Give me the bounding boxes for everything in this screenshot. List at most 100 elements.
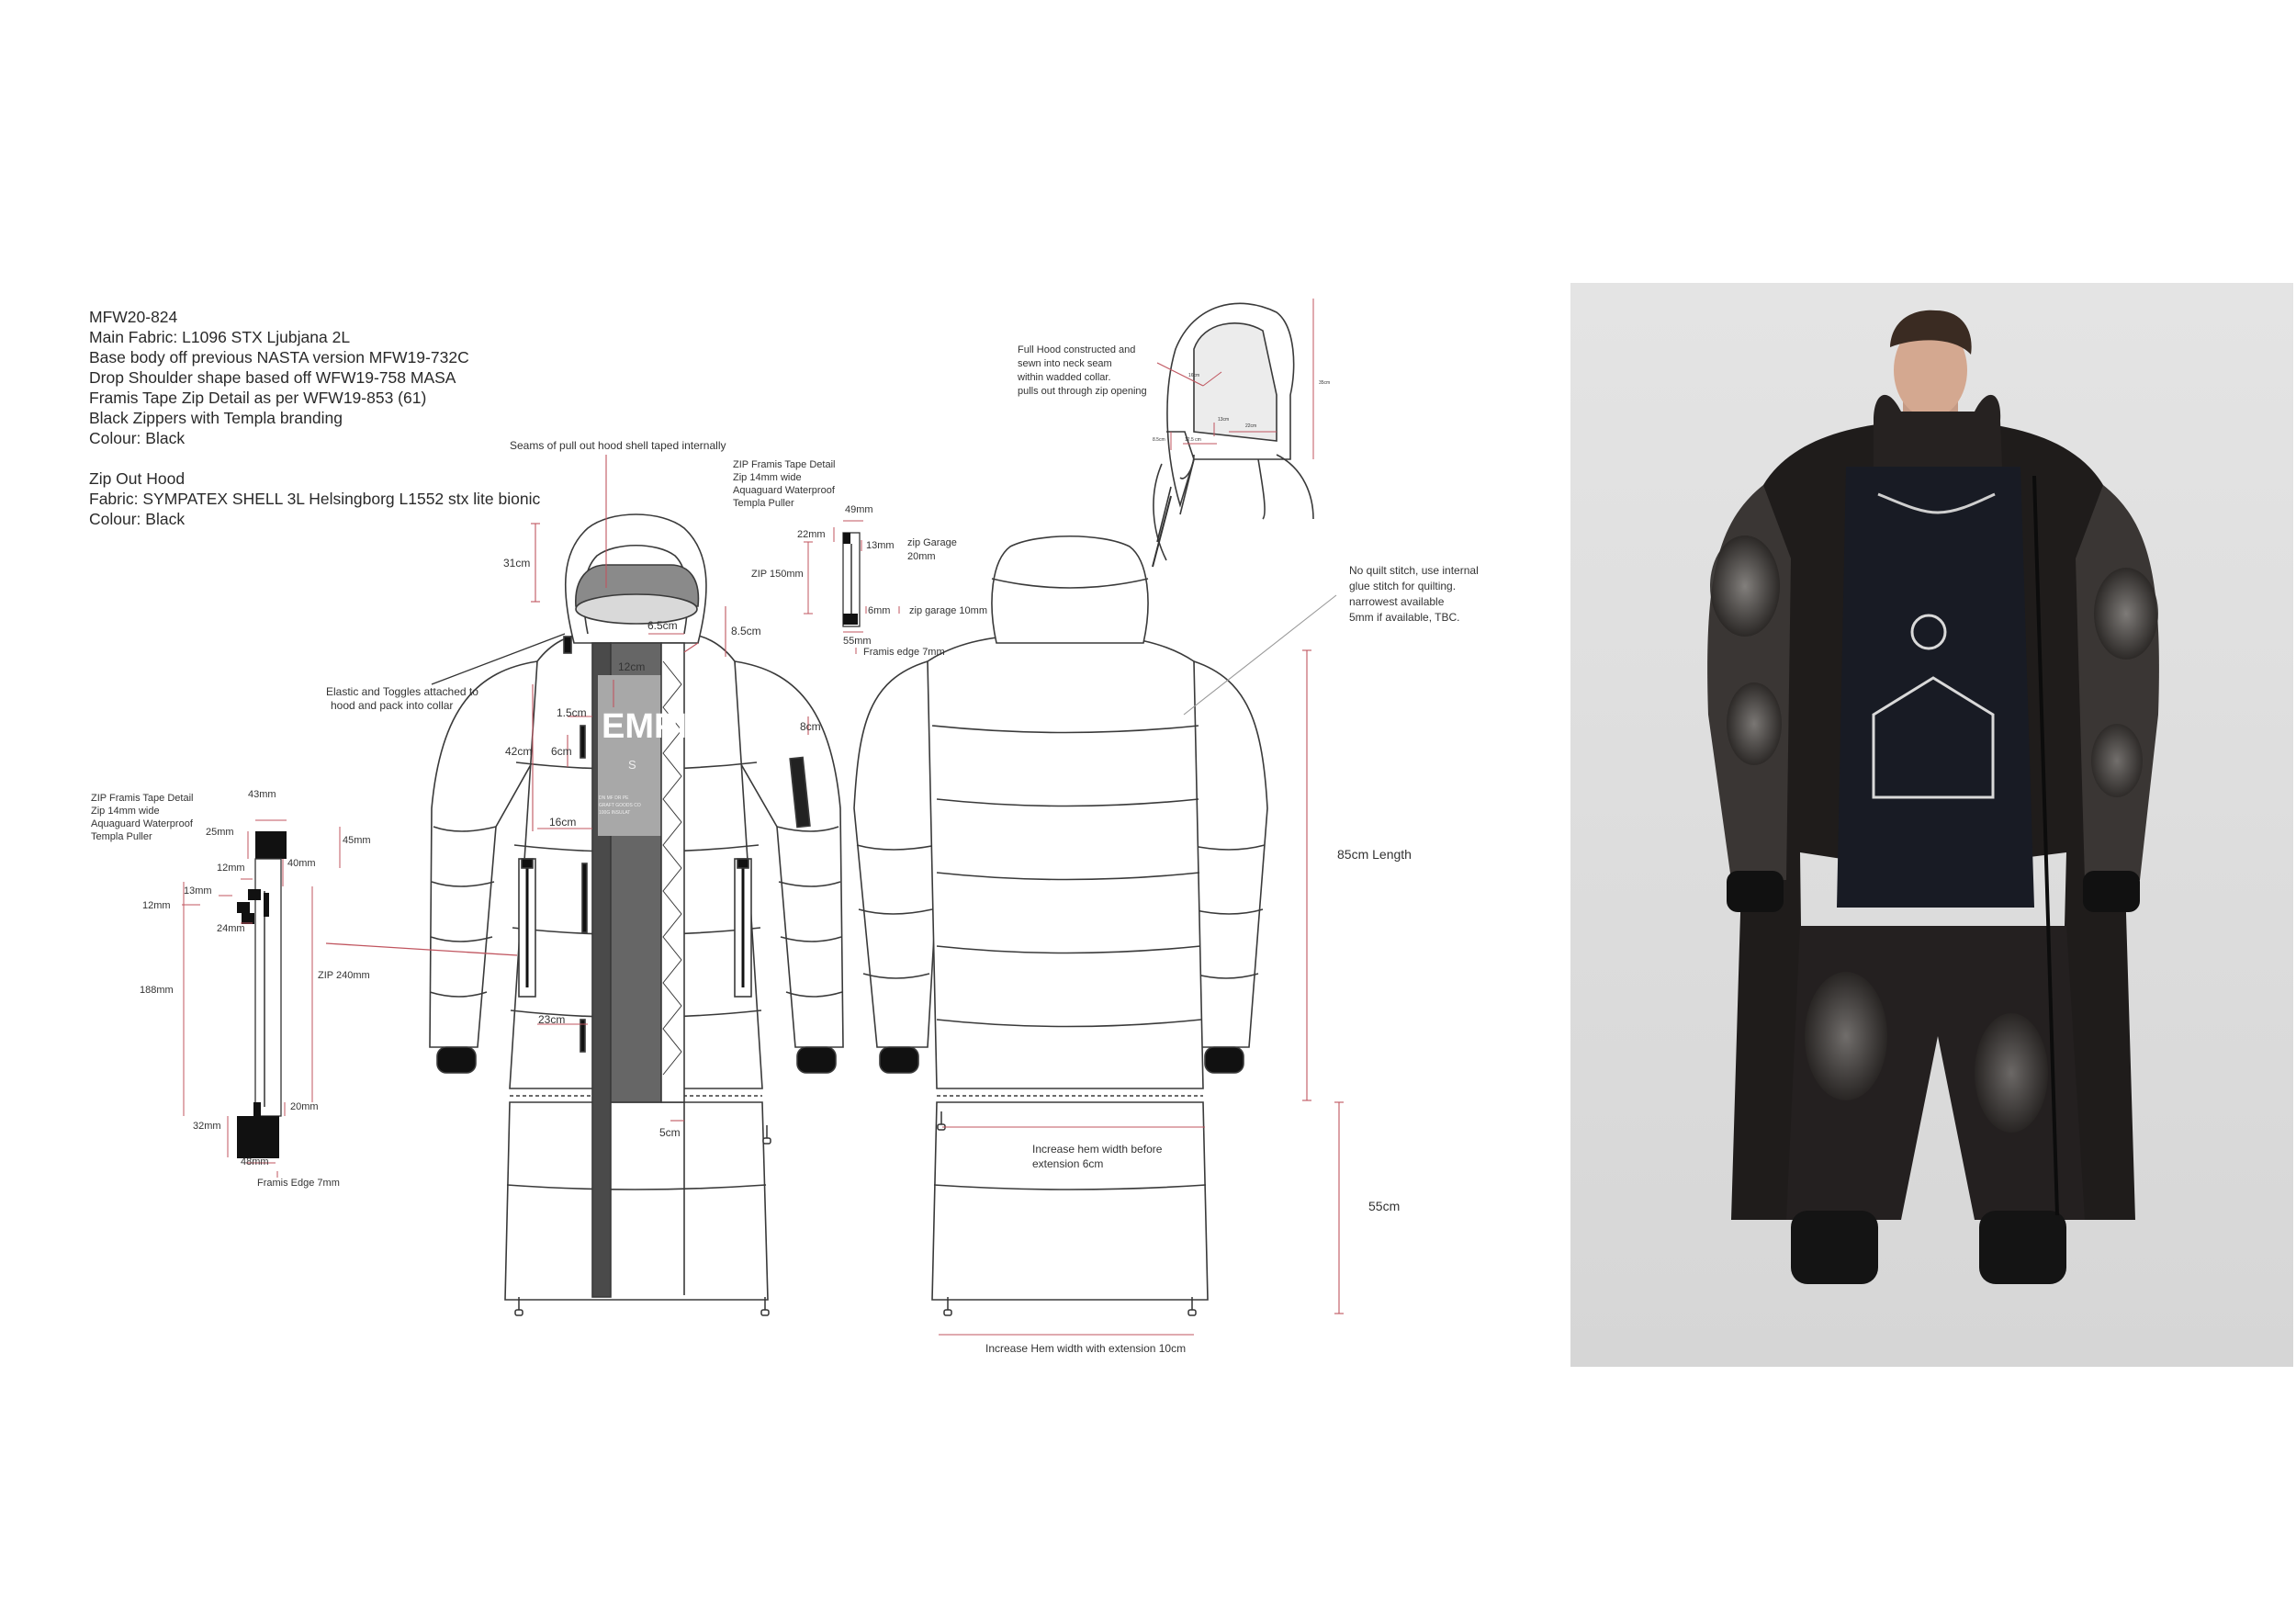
elastic-note-line: hood and pack into collar xyxy=(331,699,453,712)
back-left-cuff xyxy=(879,1046,919,1074)
hood-note-line: within wadded collar. xyxy=(1017,372,1111,383)
zip-detail-top: ZIP Framis Tape Detail Zip 14mm wide Aqu… xyxy=(733,459,987,658)
dim-8cm: 8cm xyxy=(800,720,821,733)
hood-note-line: Full Hood constructed and xyxy=(1018,344,1135,355)
hood-dim: 13cm xyxy=(1218,417,1229,423)
model-reference-photo xyxy=(1570,283,2293,1367)
spec-line: Framis Tape Zip Detail as per WFW19-853 … xyxy=(89,389,427,407)
zip-left-note: ZIP Framis Tape Detail xyxy=(91,793,193,804)
front-right-cuff xyxy=(796,1046,837,1074)
sleeve-pocket-zip xyxy=(789,756,811,829)
hood-dim: 8.5cm xyxy=(1153,437,1165,443)
zip-top-framis: Framis edge 7mm xyxy=(863,647,945,658)
back-right-sleeve xyxy=(1184,660,1268,1048)
dim-1-5cm: 1.5cm xyxy=(557,706,587,719)
zip-left-48mm: 48mm xyxy=(241,1156,269,1167)
zip-top-13mm: 13mm xyxy=(866,540,895,551)
zip-left-note: Aquaguard Waterproof xyxy=(91,818,194,829)
front-dimension-lines xyxy=(531,455,809,1122)
spec-line: Base body off previous NASTA version MFW… xyxy=(89,348,469,367)
dim-16cm: 16cm xyxy=(549,816,576,829)
zip-left-43mm: 43mm xyxy=(248,789,276,800)
zip-top-garage10: zip garage 10mm xyxy=(909,605,987,616)
zip-top-note: ZIP Framis Tape Detail xyxy=(733,459,835,470)
zip-top-6mm: 6mm xyxy=(868,605,890,616)
zip-top-22mm: 22mm xyxy=(797,529,826,540)
spec-line: MFW20-824 xyxy=(89,308,178,326)
hood-dim: 22cm xyxy=(1245,423,1256,429)
quilt-note-line: No quilt stitch, use internal xyxy=(1349,564,1479,577)
front-left-sleeve xyxy=(429,660,538,1048)
front-view-jacket xyxy=(429,513,844,1301)
zip-left-24mm: 24mm xyxy=(217,923,245,934)
zip-detail-left: ZIP Framis Tape Detail Zip 14mm wide Aqu… xyxy=(91,789,371,1189)
zip-top-note: Aquaguard Waterproof xyxy=(733,485,836,496)
hem-before-note: Increase hem width before xyxy=(1032,1143,1163,1156)
chest-graphic-small: 100G INSULAT xyxy=(599,810,630,816)
zip-top-garage: zip Garage xyxy=(907,537,957,548)
hood-detail xyxy=(1152,302,1314,568)
hood-spec-line: Colour: Black xyxy=(89,510,186,528)
zip-left-20mm: 20mm xyxy=(290,1101,319,1112)
zip-left-13mm: 13mm xyxy=(184,885,212,897)
zip-top-note: Zip 14mm wide xyxy=(733,472,802,483)
zip-top-note: Templa Puller xyxy=(733,498,794,509)
chest-graphic-panel xyxy=(598,675,662,836)
zip-left-note: Templa Puller xyxy=(91,831,152,842)
zip-left-188mm: 188mm xyxy=(140,985,174,996)
chest-graphic-small: DN MF DR PE xyxy=(599,795,629,801)
zip-left-12mm-b: 12mm xyxy=(142,900,171,911)
zip-left-240mm: ZIP 240mm xyxy=(318,970,370,981)
dim-8-5cm: 8.5cm xyxy=(731,625,761,637)
dim-31cm: 31cm xyxy=(503,557,530,570)
quilt-note-line: glue stitch for quilting. xyxy=(1349,580,1456,592)
hood-note-line: pulls out through zip opening xyxy=(1018,386,1147,397)
hem-toggle xyxy=(762,1124,771,1145)
spec-text-block: MFW20-824 Main Fabric: L1096 STX Ljubjan… xyxy=(89,307,540,529)
zip-top-garage: 20mm xyxy=(907,551,936,562)
zip-top-150mm: ZIP 150mm xyxy=(751,569,804,580)
hood-dimension-labels: 35cm 16cm 13cm 22cm 8.5cm 12.5 cm xyxy=(1153,373,1330,443)
back-right-cuff xyxy=(1204,1046,1244,1074)
elastic-note-line: Elastic and Toggles attached to xyxy=(326,685,478,698)
spec-line: Drop Shoulder shape based off WFW19-758 … xyxy=(89,368,456,387)
dim-42cm: 42cm xyxy=(505,745,532,758)
hood-spec-line: Zip Out Hood xyxy=(89,469,186,488)
front-dimension-labels: 31cm 6.5cm 8.5cm 12cm 1.5cm 42cm 6cm 8cm… xyxy=(503,557,821,1139)
dim-6cm: 6cm xyxy=(551,745,572,758)
model-photo-illustration xyxy=(1707,310,2159,1284)
back-extension xyxy=(931,1101,1209,1301)
zip-left-framis: Framis Edge 7mm xyxy=(257,1178,340,1189)
front-extension xyxy=(504,1101,769,1301)
dim-6-5cm: 6.5cm xyxy=(647,619,678,632)
hem-before-note: extension 6cm xyxy=(1032,1157,1103,1170)
back-body xyxy=(927,633,1204,1089)
hood-dim: 35cm xyxy=(1319,380,1330,386)
length-85cm: 85cm Length xyxy=(1337,847,1412,862)
chest-graphic-word: EMPI xyxy=(602,707,687,746)
hood-dim: 12.5 cm xyxy=(1185,437,1201,443)
zip-top-55mm: 55mm xyxy=(843,636,872,647)
dim-5cm: 5cm xyxy=(659,1126,681,1139)
seams-hood-note: Seams of pull out hood shell taped inter… xyxy=(510,439,726,452)
chest-graphic-letter: S xyxy=(628,758,636,772)
hood-dim: 16cm xyxy=(1188,373,1199,378)
quilt-note-line: 5mm if available, TBC. xyxy=(1349,611,1460,624)
spec-line: Main Fabric: L1096 STX Ljubjana 2L xyxy=(89,328,351,346)
quilt-note-line: narrowest available xyxy=(1349,595,1445,608)
back-collar xyxy=(991,535,1149,644)
spec-line: Colour: Black xyxy=(89,429,186,447)
zip-left-32mm: 32mm xyxy=(193,1121,221,1132)
dim-12cm: 12cm xyxy=(618,660,645,673)
zip-left-40mm: 40mm xyxy=(287,858,316,869)
hem-extension-note: Increase Hem width with extension 10cm xyxy=(985,1342,1186,1355)
front-right-sleeve xyxy=(734,660,844,1048)
zip-left-note: Zip 14mm wide xyxy=(91,806,160,817)
extension-55cm: 55cm xyxy=(1368,1199,1400,1213)
zip-left-12mm: 12mm xyxy=(217,863,245,874)
zip-left-25mm: 25mm xyxy=(206,827,234,838)
spec-line: Black Zippers with Templa branding xyxy=(89,409,343,427)
zip-top-49mm: 49mm xyxy=(845,504,873,515)
chest-graphic-small: GRAFT GOODS CO xyxy=(599,803,641,808)
